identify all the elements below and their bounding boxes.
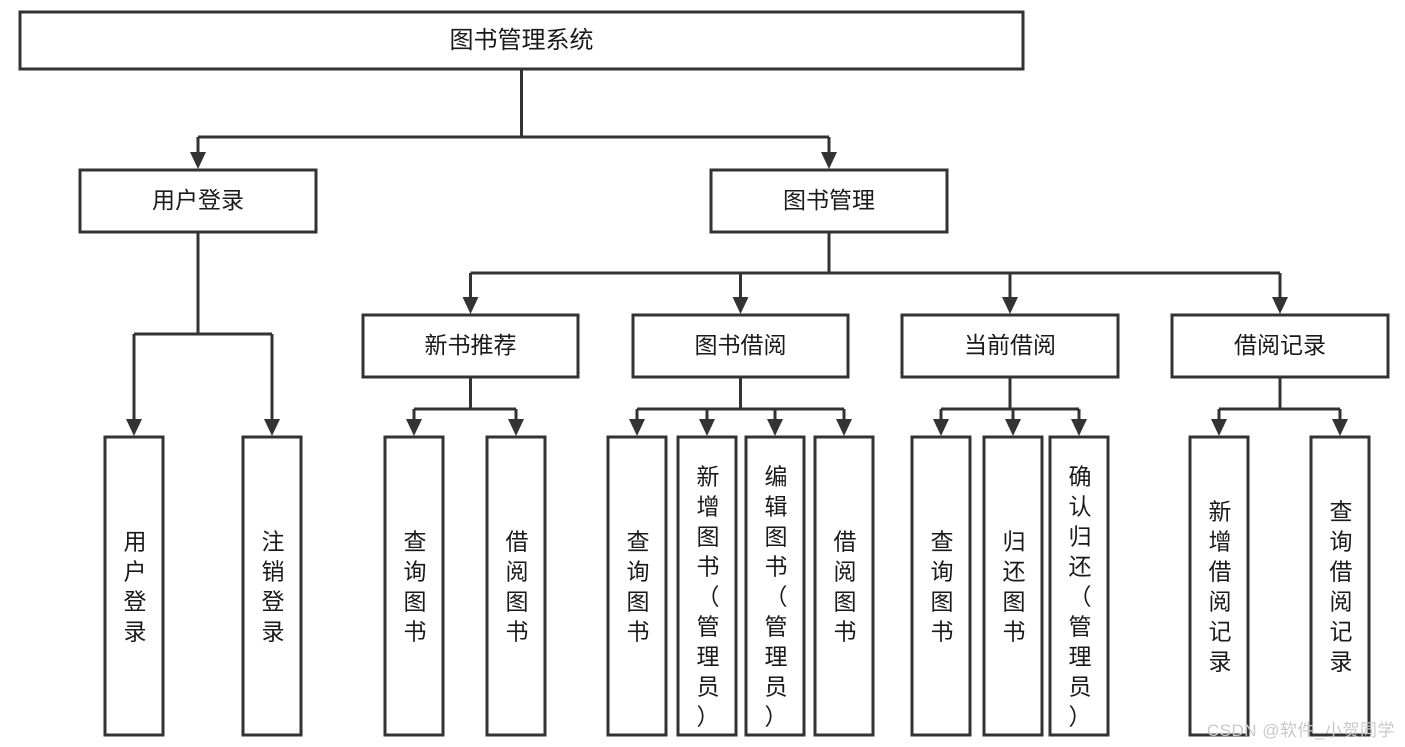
node-root[interactable]: 图书管理系统	[18, 10, 1025, 71]
connector-arrowhead	[933, 419, 949, 436]
node-box[interactable]	[383, 435, 445, 737]
node-label: 图书管理	[783, 187, 875, 213]
connector-arrowhead	[732, 297, 749, 314]
node-leaf_10[interactable]: 确认归还（管理员）	[1048, 435, 1110, 737]
node-label: 用户登录	[124, 528, 147, 644]
connector-arrowhead	[406, 419, 422, 436]
connector-arrowhead	[821, 152, 837, 169]
node-box[interactable]	[1170, 313, 1390, 379]
node-box[interactable]	[606, 435, 668, 737]
node-box[interactable]	[361, 313, 580, 379]
node-layer: 图书管理系统用户登录图书管理新书推荐图书借阅当前借阅借阅记录用户登录注销登录查询…	[18, 10, 1390, 737]
connector-arrowhead	[836, 419, 852, 436]
connector-arrowhead	[190, 152, 206, 169]
node-leaf_11[interactable]: 新增借阅记录	[1188, 435, 1250, 737]
node-box[interactable]	[1188, 435, 1250, 737]
node-box[interactable]	[982, 435, 1044, 737]
node-box[interactable]	[709, 168, 949, 234]
connector-arrowhead	[1071, 419, 1087, 436]
node-label: 新书推荐	[425, 332, 517, 358]
node-label: 借阅记录	[1234, 332, 1326, 358]
node-leaf_2[interactable]: 查询图书	[383, 435, 445, 737]
connector-layer	[126, 69, 1348, 436]
node-l3_0[interactable]: 新书推荐	[361, 313, 580, 379]
node-box[interactable]	[1309, 435, 1371, 737]
node-box[interactable]	[631, 313, 850, 379]
connector-arrowhead	[629, 419, 645, 436]
node-label: 注销登录	[262, 528, 285, 644]
node-l2_1[interactable]: 图书管理	[709, 168, 949, 234]
connector-arrowhead	[1005, 419, 1021, 436]
node-box[interactable]	[103, 435, 165, 737]
node-label: 用户登录	[152, 187, 244, 213]
node-box[interactable]	[18, 10, 1025, 71]
node-l2_0[interactable]: 用户登录	[78, 168, 318, 234]
node-box[interactable]	[910, 435, 972, 737]
node-box[interactable]	[241, 435, 303, 737]
node-label: 查询借阅记录	[1330, 498, 1353, 674]
node-label: 借阅图书	[834, 528, 857, 644]
node-leaf_0[interactable]: 用户登录	[103, 435, 165, 737]
node-leaf_9[interactable]: 归还图书	[982, 435, 1044, 737]
node-box[interactable]	[676, 435, 738, 737]
node-box[interactable]	[1048, 435, 1110, 737]
node-label: 图书管理系统	[450, 27, 594, 54]
node-label: 查询图书	[404, 528, 427, 644]
connector-arrowhead	[1211, 419, 1227, 436]
connector-arrowhead	[767, 419, 783, 436]
node-leaf_7[interactable]: 借阅图书	[813, 435, 875, 737]
node-leaf_1[interactable]: 注销登录	[241, 435, 303, 737]
connector-arrowhead	[508, 419, 524, 436]
node-leaf_5[interactable]: 新增图书（管理员）	[676, 435, 738, 737]
node-label: 归还图书	[1003, 528, 1026, 644]
connector-arrowhead	[1332, 419, 1348, 436]
node-label: 编辑图书（管理员）	[765, 463, 788, 729]
node-label: 当前借阅	[964, 332, 1056, 358]
node-box[interactable]	[78, 168, 318, 234]
node-l3_2[interactable]: 当前借阅	[900, 313, 1120, 379]
node-leaf_12[interactable]: 查询借阅记录	[1309, 435, 1371, 737]
node-label: 借阅图书	[506, 528, 529, 644]
node-label: 确认归还（管理员）	[1069, 463, 1092, 729]
node-l3_3[interactable]: 借阅记录	[1170, 313, 1390, 379]
node-label: 新增图书（管理员）	[697, 463, 720, 729]
node-leaf_6[interactable]: 编辑图书（管理员）	[744, 435, 806, 737]
node-box[interactable]	[900, 313, 1120, 379]
node-label: 查询图书	[931, 528, 954, 644]
node-label: 图书借阅	[695, 332, 787, 358]
node-l3_1[interactable]: 图书借阅	[631, 313, 850, 379]
connector-arrowhead	[1002, 297, 1018, 314]
connector-arrowhead	[264, 419, 280, 436]
node-leaf_4[interactable]: 查询图书	[606, 435, 668, 737]
node-leaf_3[interactable]: 借阅图书	[485, 435, 547, 737]
node-leaf_8[interactable]: 查询图书	[910, 435, 972, 737]
node-box[interactable]	[744, 435, 806, 737]
node-box[interactable]	[485, 435, 547, 737]
node-box[interactable]	[813, 435, 875, 737]
connector-arrowhead	[126, 419, 142, 436]
connector-arrowhead	[462, 297, 479, 314]
connector-arrowhead	[1272, 297, 1288, 314]
node-label: 新增借阅记录	[1209, 498, 1232, 674]
connector-arrowhead	[699, 419, 715, 436]
node-label: 查询图书	[627, 528, 650, 644]
